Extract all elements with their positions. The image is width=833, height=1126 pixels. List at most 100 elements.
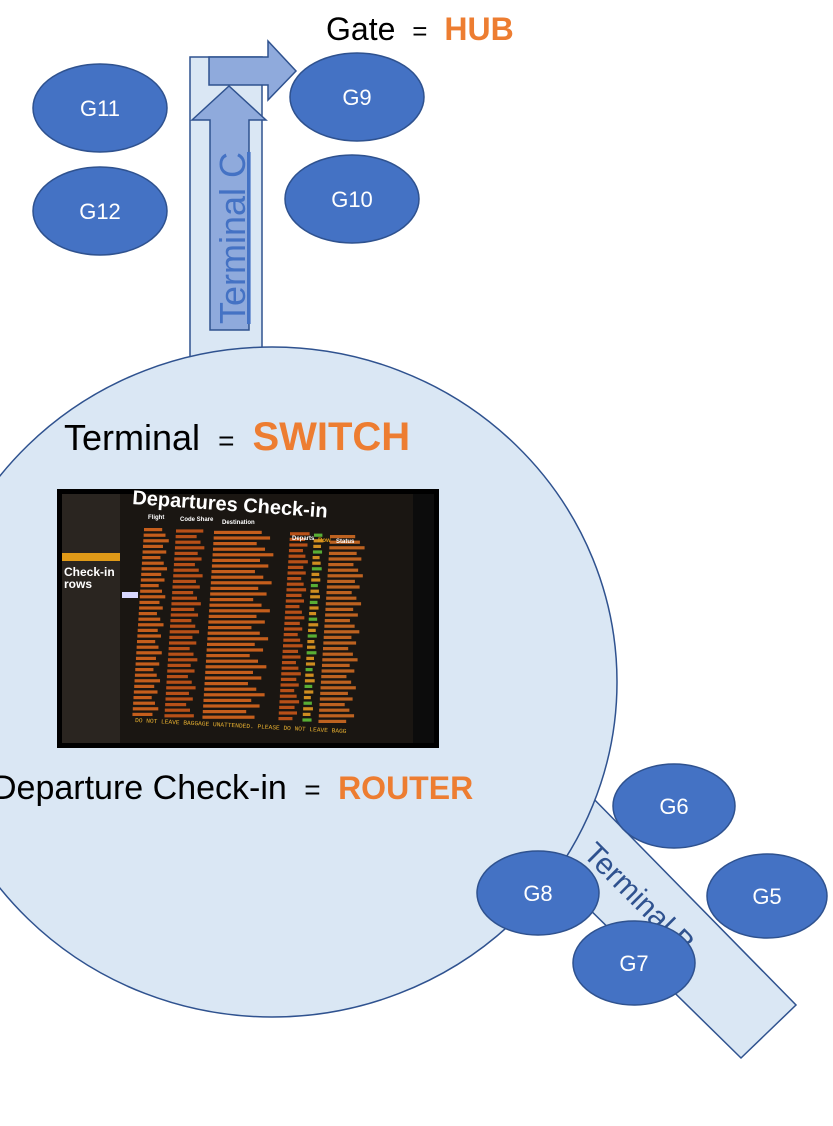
board-row-segment	[312, 561, 321, 565]
board-row-segment	[283, 633, 298, 637]
board-row-segment	[208, 614, 257, 618]
board-row-segment	[172, 579, 196, 583]
board-row-segment	[133, 701, 155, 705]
board-row-segment	[208, 620, 265, 624]
board-row-segment	[172, 585, 200, 589]
board-row-segment	[286, 582, 304, 586]
board-row-segment	[135, 662, 160, 666]
board-row-segment	[132, 707, 159, 711]
board-row-segment	[167, 663, 191, 667]
board-row-segment	[213, 542, 257, 546]
board-row-segment	[318, 714, 355, 718]
up-arrow-icon	[190, 84, 268, 331]
board-row-segment	[278, 711, 297, 715]
board-row-segment	[287, 577, 302, 581]
board-row-segment	[133, 690, 158, 694]
board-row-segment	[289, 537, 306, 541]
board-row-segment	[170, 624, 196, 628]
board-row-segment	[137, 628, 158, 632]
board-row-segment	[322, 658, 358, 662]
board-row-segment	[303, 707, 313, 711]
board-row-segment	[279, 694, 297, 698]
board-row-segment	[134, 679, 161, 683]
board-row-segment	[143, 533, 166, 537]
board-row-segment	[203, 704, 260, 708]
board-row-segment	[211, 564, 269, 568]
gate-g10-label: G10	[331, 187, 373, 212]
board-row-segment	[166, 675, 188, 679]
board-row-segment	[327, 579, 355, 583]
board-row-segment	[205, 670, 253, 674]
board-row-segment	[307, 645, 316, 649]
router-term: Departure Check-in	[0, 769, 287, 807]
board-row-segment	[281, 666, 299, 670]
board-row-segment	[139, 606, 163, 610]
board-row-segment	[278, 717, 293, 721]
board-row-segment	[173, 574, 203, 578]
board-row-segment	[210, 586, 259, 590]
board-row-segment	[202, 715, 255, 719]
board-row-segment	[209, 609, 270, 613]
board-row-segment	[309, 600, 318, 604]
board-row-segment	[306, 651, 317, 655]
board-row-segment	[328, 563, 354, 567]
board-row-segment	[141, 567, 168, 571]
board-row-segment	[284, 621, 300, 625]
board-col-flight: Flight	[148, 515, 164, 521]
board-side-label: Check-in	[64, 565, 115, 579]
board-row-segment	[324, 619, 350, 623]
board-row-segment	[323, 647, 349, 651]
board-row-segment	[144, 528, 163, 532]
board-row-segment	[136, 651, 162, 655]
board-row-segment	[209, 598, 254, 602]
board-row-segment	[281, 661, 296, 665]
board-row-segment	[308, 617, 318, 621]
right-arrow-icon	[208, 39, 298, 102]
board-row-segment	[170, 613, 199, 617]
board-row-segment	[303, 701, 312, 705]
board-row-segment	[167, 658, 198, 662]
board-row-segment	[325, 613, 358, 617]
board-row-segment	[139, 600, 160, 604]
board-row-segment	[290, 532, 310, 536]
board-row-segment	[327, 574, 363, 578]
board-row-segment	[314, 533, 323, 537]
board-row-segment	[213, 536, 271, 540]
board-row-segment	[326, 596, 357, 600]
board-row-segment	[138, 612, 157, 616]
gate-g11-label: G11	[80, 96, 120, 121]
board-row-segment	[212, 547, 266, 551]
switch-value: SWITCH	[252, 415, 410, 459]
board-row-segment	[214, 530, 262, 534]
board-row-segment	[330, 535, 356, 539]
switch-term: Terminal	[64, 417, 200, 458]
board-row-segment	[138, 617, 161, 621]
board-row-segment	[282, 649, 299, 653]
board-row-segment	[142, 544, 163, 548]
board-row-segment	[311, 578, 321, 582]
board-row-segment	[304, 684, 313, 688]
gate-g9-label: G9	[342, 85, 371, 110]
gate-g8: G8	[476, 850, 600, 936]
board-row-segment	[312, 556, 320, 560]
board-row-segment	[328, 551, 357, 555]
board-row-segment	[319, 708, 350, 712]
terminal-c-label: Terminal C	[212, 152, 253, 324]
board-col-departs: Departs	[292, 536, 315, 542]
board-row-segment	[280, 683, 299, 687]
board-row-segment	[174, 546, 205, 550]
board-row-segment	[142, 556, 161, 560]
board-row-segment	[309, 612, 317, 616]
board-row-segment	[286, 588, 307, 592]
board-row-segment	[211, 570, 255, 574]
board-row-segment	[141, 572, 162, 576]
board-row-segment	[287, 565, 304, 569]
board-row-segment	[329, 540, 360, 544]
board-row-segment	[168, 647, 190, 651]
board-row-segment	[202, 710, 247, 714]
board-row-segment	[289, 543, 308, 547]
board-row-segment	[172, 591, 194, 595]
board-row-segment	[165, 691, 189, 695]
gate-g5: G5	[706, 853, 828, 939]
board-row-segment	[313, 544, 321, 548]
